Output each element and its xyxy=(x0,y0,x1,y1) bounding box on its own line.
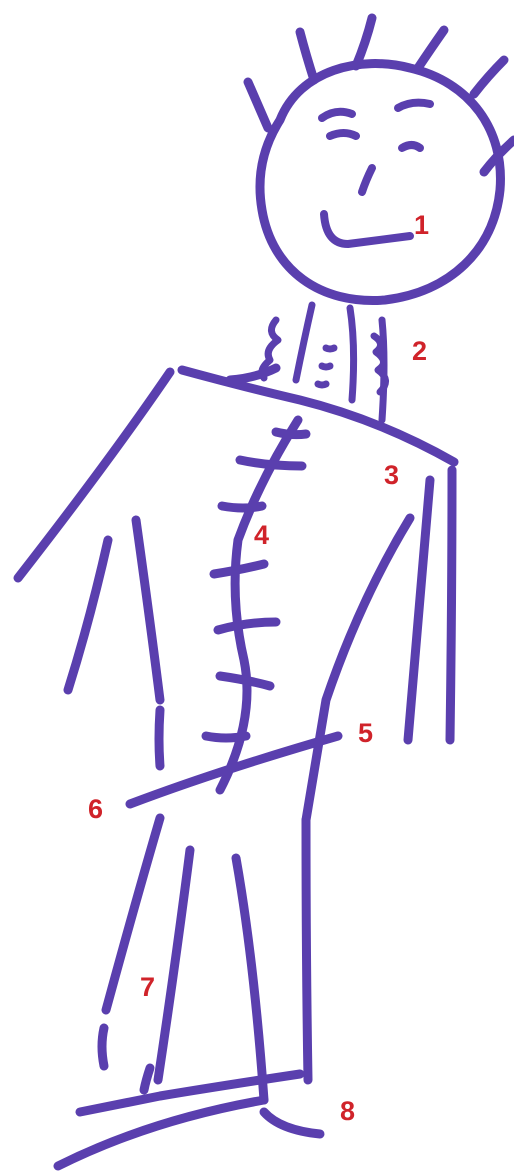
feet xyxy=(58,1074,320,1166)
right-arm xyxy=(408,470,452,740)
marker-label-6: 6 xyxy=(88,794,103,824)
spine-stitches xyxy=(206,420,306,790)
left-arm xyxy=(18,372,170,766)
left-eyebrow xyxy=(322,112,352,118)
mouth xyxy=(324,214,410,244)
torso-side xyxy=(130,518,410,820)
marker-label-7: 7 xyxy=(140,972,155,1002)
right-eye xyxy=(402,145,420,148)
head xyxy=(260,64,500,301)
legs xyxy=(102,818,308,1100)
left-eye xyxy=(330,133,356,136)
marker-label-2: 2 xyxy=(412,336,427,366)
marker-label-5: 5 xyxy=(358,718,373,748)
hair-strokes xyxy=(248,18,514,172)
marker-label-4: 4 xyxy=(254,520,269,550)
nose xyxy=(362,168,372,192)
marker-label-3: 3 xyxy=(384,460,399,490)
marker-label-1: 1 xyxy=(414,210,429,240)
right-eyebrow xyxy=(398,103,430,108)
marker-label-8: 8 xyxy=(340,1096,355,1126)
